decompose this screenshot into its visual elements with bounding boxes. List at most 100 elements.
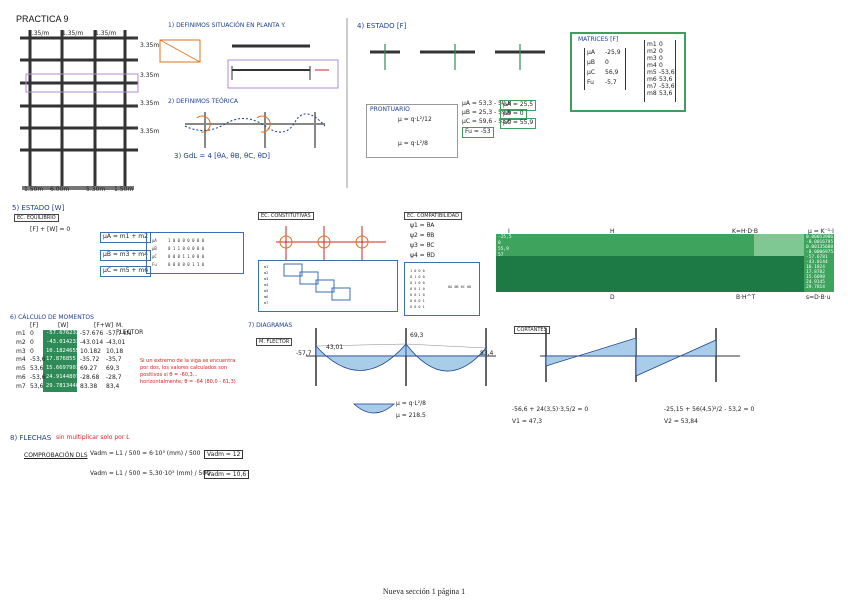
svg-text:θA θB θC θD: θA θB θC θD: [448, 285, 471, 289]
shear-diagram: [540, 328, 740, 382]
green-col-i: 0: [498, 241, 501, 246]
cortante-eq: V1 = 47,3: [512, 418, 543, 425]
green-header-i: I: [508, 228, 510, 235]
svg-text:m6: m6: [264, 295, 268, 299]
moments-cell-f: 0: [30, 330, 34, 337]
f-eq: [F] + [W] = 0: [30, 226, 71, 233]
green-right: -57.6781: [806, 255, 828, 260]
svg-text:μC: μC: [152, 254, 157, 259]
moments-cell-mf: -43,01: [106, 338, 126, 346]
moment-diagram: [306, 328, 496, 386]
span-label: 1.50m: [24, 186, 44, 193]
moments-w-column: [43, 330, 77, 392]
flecha-eq2: Vadm = L1 / 500 = 5,30·10³ (mm) / 500: [90, 470, 210, 477]
green-header-mu: μ = K⁻¹·I: [808, 228, 834, 235]
equilibrium-eq: μB = m3 + m4: [100, 250, 151, 261]
compat-eq: ψ3 = θC: [410, 242, 435, 249]
svg-text:0 0 0 1: 0 0 0 1: [410, 305, 425, 309]
moments-cell-fw: 69.27: [80, 365, 98, 373]
svg-text:m1: m1: [264, 265, 268, 269]
moments-cell-mf: 10,18: [106, 347, 124, 355]
prontuario-label: PRONTUARIO: [370, 106, 410, 113]
height-label: 3.35m: [140, 100, 160, 107]
svg-text:0 0 0 1 1 0 0 0: 0 0 0 1 1 0 0 0: [168, 254, 205, 259]
height-label: 3.35m: [140, 42, 160, 49]
diagram-val: 83,4: [480, 350, 494, 357]
moments-cell-fw: 83.38: [80, 382, 98, 390]
equilibrium-matrix-box: [146, 232, 244, 274]
moments-cell-w: 24.9144807: [46, 374, 80, 380]
matrix-f: μA μB μC Fu -25,9 0 56,9 -5,7: [584, 48, 626, 90]
moments-cell-fw: -57.676: [80, 330, 104, 337]
moments-cell-fw: -28.68: [80, 374, 100, 381]
svg-text:m7: m7: [264, 301, 268, 305]
moments-cell-mf: -57,7 kN: [106, 330, 132, 337]
comprobacion-label: COMPROBACIÓN DLS: [24, 452, 88, 459]
constitutive-matrix-box: [258, 260, 398, 312]
moments-cell-w: -57.676233: [46, 330, 80, 336]
page-title: PRACTICA 9: [16, 14, 69, 24]
compat-eq: ψ1 = θA: [410, 222, 435, 229]
compat-matrix: 1 0 0 00 1 0 00 1 0 00 0 1 00 0 1 00 0 0…: [410, 269, 471, 309]
green-col-i: 55,9: [498, 247, 509, 252]
svg-text:0 1 0 0: 0 1 0 0: [410, 275, 425, 279]
diagram-val: 43,01: [326, 344, 344, 351]
green-right: 0.00053986: [806, 235, 834, 240]
ec-compatibilidad-label: EC. COMPATIBILIDAD: [404, 212, 463, 220]
step-3-heading: 3) GdL = 4 [θA, θB, θC, θD]: [174, 152, 270, 160]
svg-text:m2: m2: [264, 271, 268, 275]
floor-label: 1.35/m: [28, 30, 50, 37]
constitutivas-sketch: [276, 226, 386, 260]
step-6-heading: 6) CÁLCULO DE MOMENTOS: [10, 314, 94, 321]
moments-cell-mf: 69,3: [106, 365, 120, 373]
step-2-heading: 2) DEFINIMOS TEÓRICA: [168, 98, 238, 105]
green-footer-d: D: [610, 294, 615, 301]
divider: [346, 18, 348, 188]
green-col-i: 57: [498, 253, 504, 258]
cortante-eq: -56,6 + 24(3,5)·3,5/2 = 0: [512, 406, 589, 413]
moments-cell-mf: -35,7: [106, 356, 122, 364]
moments-cell-mf: -28,7: [106, 374, 122, 381]
floor-label: 1.35/m: [62, 30, 84, 37]
cortante-eq: -25,15 + 56(4,5)²/2 - 53,2 = 0: [664, 406, 755, 413]
green-col-i: -25,5: [498, 235, 512, 240]
moments-cell-f: 53,6: [30, 365, 44, 373]
green-footer-b: B·H^T: [736, 294, 756, 301]
moments-cell-w: 29.7813446: [46, 382, 80, 389]
estado-f-eq: μA = 53,3 - 50,8: [462, 100, 512, 107]
page-footer: Nueva sección 1 página 1: [382, 587, 466, 596]
cortante-eq: V2 = 53,84: [664, 418, 698, 425]
moments-cell-name: m2: [16, 338, 26, 346]
mflector-label: M. FLECTOR: [256, 338, 293, 346]
green-footer-s: s=D·B·u: [806, 294, 831, 301]
step-1-heading: 1) DEFINIMOS SITUACIÓN EN PLANTA Y.: [168, 22, 286, 29]
green-right: 24.9145: [806, 280, 825, 285]
svg-text:0 0 1 0: 0 0 1 0: [410, 293, 425, 297]
span-label: 5.30m: [86, 186, 106, 193]
compat-eq: ψ2 = θB: [410, 232, 435, 239]
flechas-note: sin multiplicar solo por L: [56, 434, 130, 441]
green-right: 10.1824: [806, 265, 825, 270]
green-right: -0.00069753: [806, 250, 836, 255]
svg-text:1 0 0 0 0 0 0 0: 1 0 0 0 0 0 0 0: [168, 238, 205, 243]
matrices-f-label: MATRICES [F]: [578, 36, 619, 43]
svg-text:μB: μB: [152, 246, 157, 251]
step-5-heading: 5) ESTADO [W]: [12, 204, 65, 212]
green-right: 29.7814: [806, 285, 825, 290]
estado-f-result: μC = 55,9: [500, 118, 537, 129]
estado-f-sketch: [370, 44, 545, 70]
equilibrium-eq: μA = m1 + m2: [100, 232, 151, 243]
moments-cell-name: m4: [16, 356, 26, 364]
span-label: 6.00m: [50, 186, 70, 193]
svg-text:0 0 1 0: 0 0 1 0: [410, 287, 425, 291]
moments-cell-mf: 83,4: [106, 382, 120, 390]
estado-f-eq: Fu = -53: [462, 127, 494, 138]
floor-label: 1.35/m: [95, 30, 117, 37]
diagram-eq: μ = q·L²/8: [396, 400, 426, 407]
moments-cell-f: 0: [30, 347, 34, 355]
green-header-k: K=H·D·B: [732, 228, 759, 235]
beam-sketch: [159, 39, 339, 89]
diagram-eq-val: μ = 218,5: [396, 412, 426, 419]
svg-text:m5: m5: [264, 289, 268, 293]
